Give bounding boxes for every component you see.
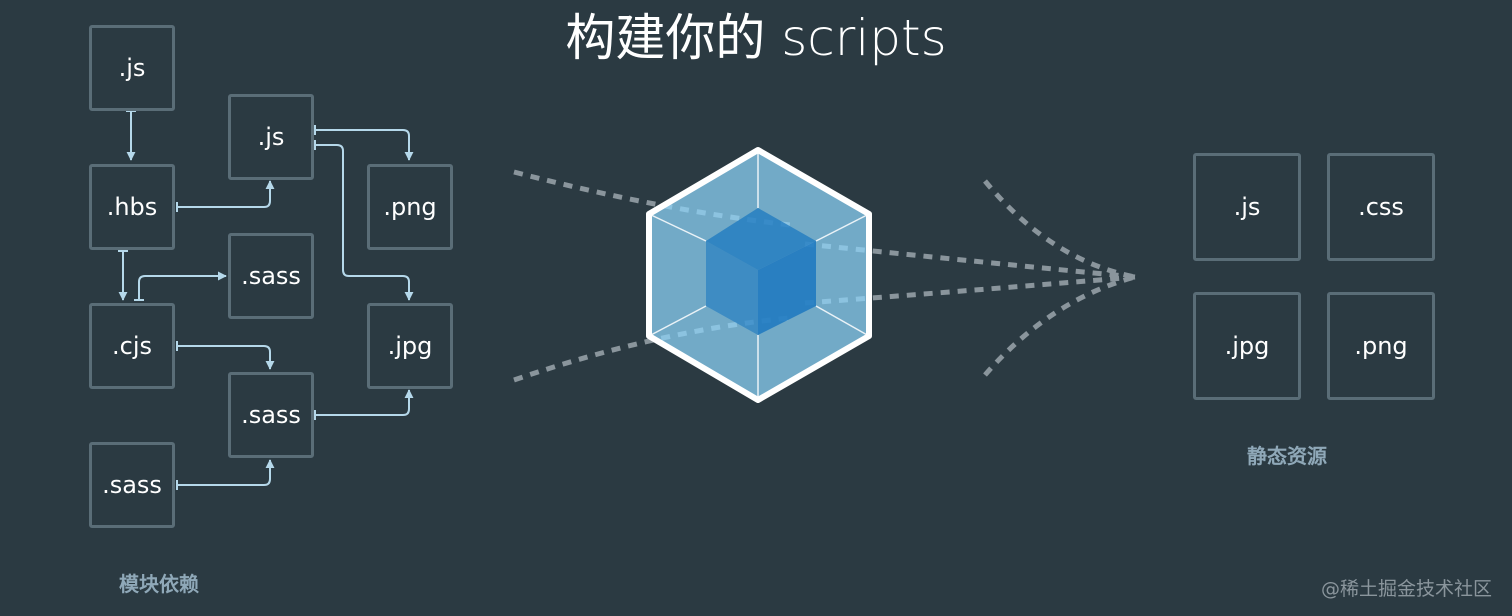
asset-node-css: .css [1327,153,1435,261]
asset-node-jpg: .jpg [1193,292,1301,400]
output-group-caption: 静态资源 [1247,444,1327,468]
watermark: @稀土掘金技术社区 [1320,578,1492,600]
input-group-caption: 模块依赖 [119,572,199,596]
dotted-output-line-1 [983,179,1136,280]
node-label: .cjs [112,332,152,360]
asset-node-png: .png [1327,292,1435,400]
node-label: .sass [241,401,301,429]
dotted-input-line-top [513,169,791,228]
node-label: .js [257,123,285,151]
dotted-output-line-3 [804,274,1136,306]
module-node-sass: .sass [89,442,175,528]
node-label: .sass [241,262,301,290]
module-node-js: .js [228,94,314,180]
module-node-jpg: .jpg [367,303,453,389]
edge-cjs-sass1 [134,271,227,301]
module-node-cjs: .cjs [89,303,175,389]
edge-sass3-sass2 [176,459,275,490]
edge-cjs-sass2 [176,341,275,370]
dotted-output-line-2 [804,241,1136,280]
module-node-sass: .sass [228,233,314,319]
dotted-input-line-bottom [513,315,791,383]
edge-sass2-jpg [314,389,414,420]
asset-node-js: .js [1193,153,1301,261]
module-node-hbs: .hbs [89,164,175,250]
node-label: .jpg [387,332,433,360]
node-label: .sass [102,471,162,499]
edge-js2-jpg [314,140,414,301]
edge-hbs-js2 [176,180,275,212]
page-title: 构建你的 scripts [565,9,947,67]
edge-js2-png [314,125,414,161]
node-label: .css [1358,193,1404,221]
module-node-png: .png [367,164,453,250]
dotted-output-line-4 [983,274,1136,377]
node-label: .js [118,54,146,82]
node-label: .hbs [106,193,158,221]
webpack-cube-icon [646,147,872,403]
node-label: .jpg [1224,332,1270,360]
module-node-js: .js [89,25,175,111]
module-node-sass: .sass [228,372,314,458]
node-label: .png [1354,332,1408,360]
node-label: .js [1233,193,1261,221]
node-label: .png [383,193,437,221]
